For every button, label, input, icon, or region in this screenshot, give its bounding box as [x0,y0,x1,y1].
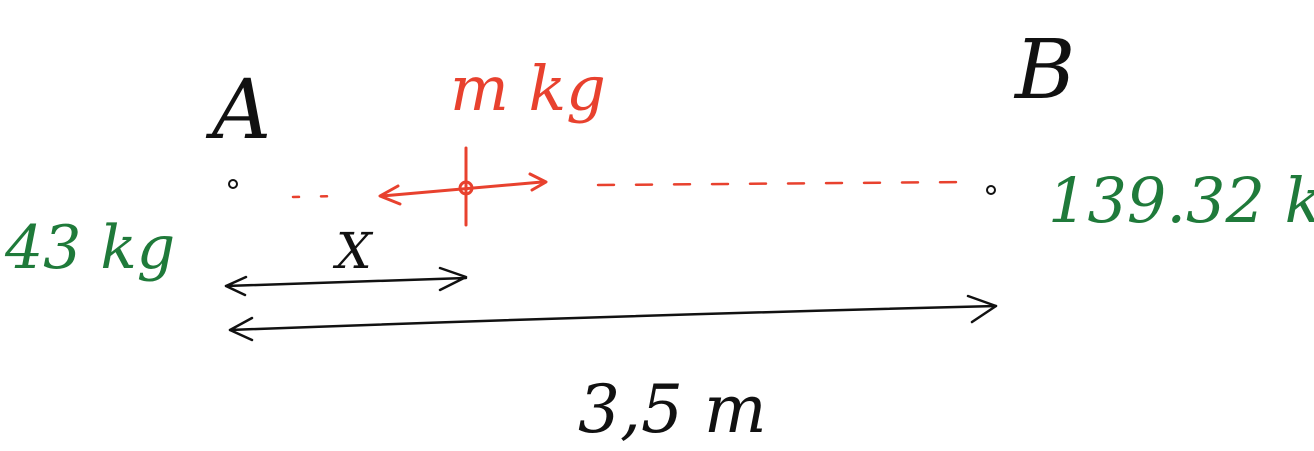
point-b-label: B [1013,23,1075,118]
mass-a-label: 43 kg [4,213,175,283]
distance-total-arrow [228,304,998,332]
point-a-marker [228,179,238,189]
point-a-label: A [205,63,271,158]
arrowhead-left-red [378,184,402,206]
mass-m-double-arrow [380,180,544,198]
arrowhead-right-red [528,172,548,192]
distance-x-arrow [224,276,468,288]
mass-b-label: 139.32 kg [1048,164,1314,237]
arrowhead-total-right [966,294,998,324]
distance-total-label: 3,5 m [578,371,767,448]
distance-x-label: X [332,222,374,280]
rod-dash-left [291,194,342,199]
rod-dash-right [596,180,972,187]
mass-m-label: m kg [450,52,606,125]
arrowhead-total-left [228,316,254,342]
arrowhead-x-right [438,266,468,292]
point-b-marker [986,185,996,195]
arrowhead-x-left [224,275,248,297]
